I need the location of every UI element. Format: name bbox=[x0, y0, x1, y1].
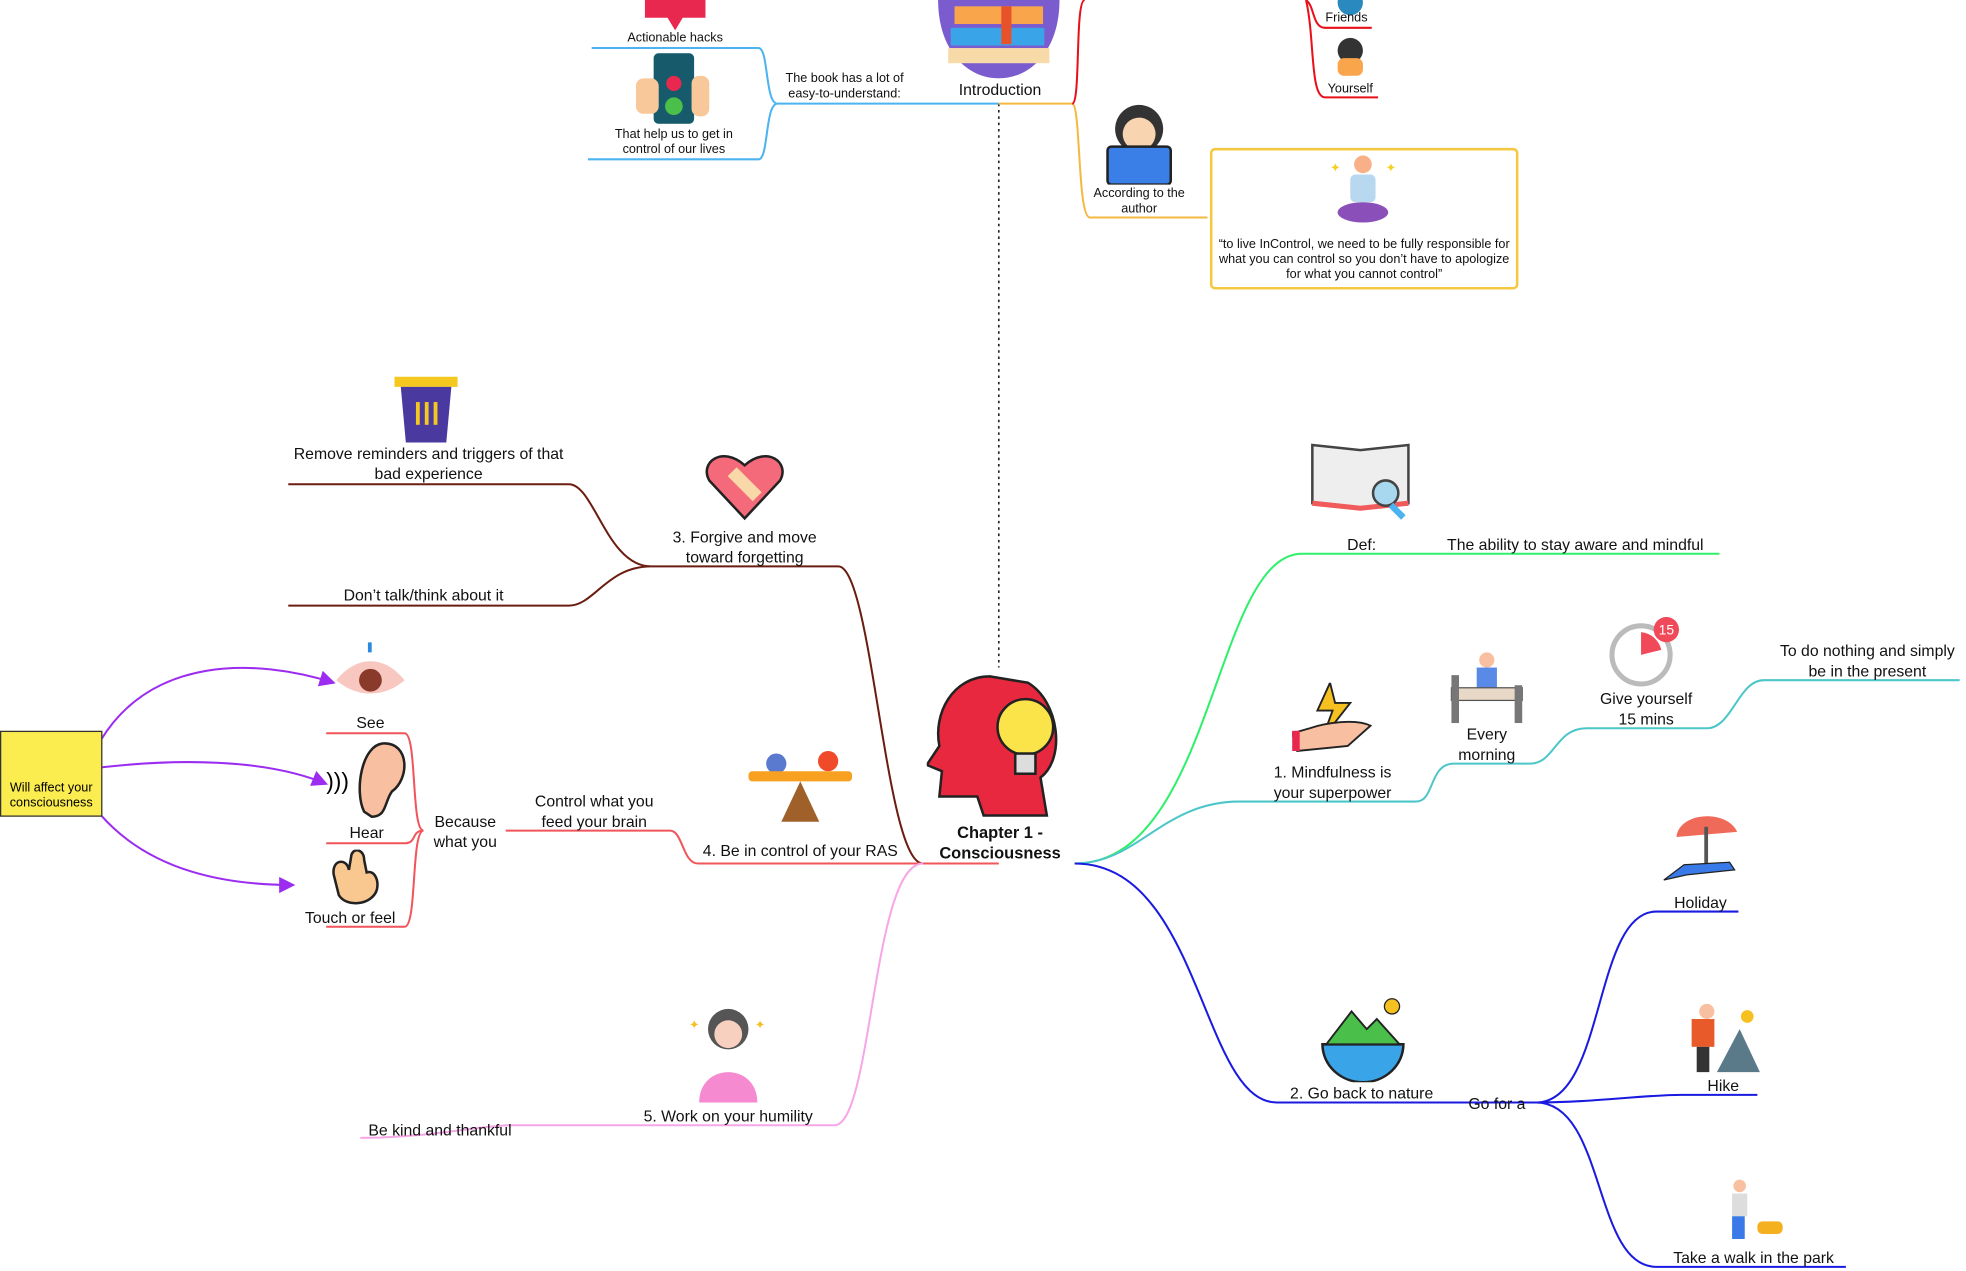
topic-hear[interactable]: Hear bbox=[349, 824, 384, 843]
topic-feed-brain[interactable]: Control what you feed your brain bbox=[534, 792, 654, 831]
branch-def bbox=[1074, 552, 1720, 865]
lightning-hand-icon bbox=[1292, 682, 1373, 753]
topic-book-has[interactable]: The book has a lot of easy-to-understand… bbox=[785, 72, 904, 102]
svg-text:))): ))) bbox=[326, 768, 349, 794]
people-icons bbox=[1337, 0, 1363, 76]
beach-chair-icon bbox=[1663, 816, 1738, 881]
topic-forgive[interactable]: 3. Forgive and move toward forgetting bbox=[672, 528, 817, 567]
badge-15: 15 bbox=[1659, 622, 1675, 638]
girl-reading-icon bbox=[1106, 104, 1173, 185]
note-text: Will affect your consciousness bbox=[9, 781, 93, 811]
branch-forgive bbox=[288, 483, 924, 865]
svg-text:✦: ✦ bbox=[755, 1018, 766, 1032]
topic-morning[interactable]: Every morning bbox=[1458, 725, 1516, 764]
topic-humility[interactable]: 5. Work on your humility bbox=[643, 1107, 813, 1126]
branch-ras bbox=[326, 732, 999, 928]
branch-mindful bbox=[1074, 679, 1960, 865]
praying-woman-icon: ✦✦ bbox=[689, 1008, 766, 1103]
arrow-see bbox=[100, 666, 336, 741]
topic-author[interactable]: According to the author bbox=[1093, 187, 1185, 217]
topic-touch[interactable]: Touch or feel bbox=[304, 909, 396, 927]
clock-icon: 15 bbox=[1609, 616, 1679, 687]
quote-text: “to live InControl, we need to be fully … bbox=[1218, 237, 1510, 282]
svg-text:✦: ✦ bbox=[1386, 161, 1397, 175]
topic-control-lives[interactable]: That help us to get in control of our li… bbox=[614, 127, 733, 157]
eye-icon bbox=[336, 642, 405, 694]
seesaw-icon bbox=[748, 750, 853, 822]
topic-give-15[interactable]: Give yourself 15 mins bbox=[1599, 690, 1693, 729]
arrow-hear bbox=[101, 761, 329, 786]
topic-hike[interactable]: Hike bbox=[1707, 1077, 1740, 1095]
bandaged-heart-icon bbox=[705, 455, 784, 521]
branch-author bbox=[998, 102, 1208, 219]
topic-introduction[interactable]: Introduction bbox=[958, 80, 1042, 99]
topic-kind[interactable]: Be kind and thankful bbox=[368, 1121, 512, 1140]
branch-people bbox=[1071, 0, 1379, 105]
phone-hand-icon bbox=[635, 53, 710, 124]
earth-nature-icon bbox=[1321, 998, 1405, 1083]
topic-def-text[interactable]: The ability to stay aware and mindful bbox=[1447, 536, 1704, 554]
topic-def[interactable]: Def: bbox=[1347, 536, 1377, 554]
central-topic[interactable]: Chapter 1 - Consciousness bbox=[939, 823, 1061, 863]
topic-remove-reminders[interactable]: Remove reminders and triggers of that ba… bbox=[293, 445, 564, 483]
topic-holiday[interactable]: Holiday bbox=[1674, 893, 1727, 912]
branch-nature bbox=[1074, 862, 1846, 1268]
topic-walk[interactable]: Take a walk in the park bbox=[1673, 1249, 1834, 1267]
heart-badge-icon bbox=[644, 0, 706, 31]
topic-because[interactable]: Because what you bbox=[433, 812, 497, 851]
arrow-touch bbox=[100, 814, 296, 894]
books-icon bbox=[938, 0, 1060, 79]
quote-box: “to live InControl, we need to be fully … bbox=[1209, 147, 1519, 290]
topic-nature[interactable]: 2. Go back to nature bbox=[1290, 1084, 1434, 1103]
topic-yourself[interactable]: Yourself bbox=[1327, 82, 1373, 97]
book-magnifier-icon bbox=[1311, 443, 1410, 520]
topic-actionable-hacks[interactable]: Actionable hacks bbox=[627, 31, 723, 46]
topic-do-nothing[interactable]: To do nothing and simply be in the prese… bbox=[1779, 642, 1955, 681]
topic-see[interactable]: See bbox=[356, 714, 385, 733]
topic-ras[interactable]: 4. Be in control of your RAS bbox=[702, 842, 898, 860]
hand-touch-icon bbox=[332, 849, 379, 905]
branch-book bbox=[587, 47, 999, 161]
topic-friends[interactable]: Friends bbox=[1325, 11, 1368, 26]
morning-stretch-icon bbox=[1450, 652, 1523, 724]
topic-mindfulness[interactable]: 1. Mindfulness is your superpower bbox=[1273, 763, 1392, 802]
consciousness-note[interactable]: Will affect your consciousness bbox=[0, 730, 103, 817]
dog-walk-icon bbox=[1732, 1179, 1783, 1240]
hiker-icon bbox=[1691, 1003, 1760, 1073]
trash-bin-icon bbox=[394, 376, 458, 443]
branch-humility bbox=[360, 862, 924, 1139]
head-lightbulb-icon bbox=[926, 675, 1058, 817]
topic-dont-talk[interactable]: Don’t talk/think about it bbox=[343, 586, 504, 605]
topic-go-for[interactable]: Go for a bbox=[1468, 1094, 1526, 1113]
meditating-man-icon: ✦✦ bbox=[1330, 155, 1397, 223]
svg-text:✦: ✦ bbox=[689, 1018, 700, 1032]
ear-icon: ))) bbox=[326, 742, 406, 819]
svg-text:✦: ✦ bbox=[1330, 161, 1341, 175]
